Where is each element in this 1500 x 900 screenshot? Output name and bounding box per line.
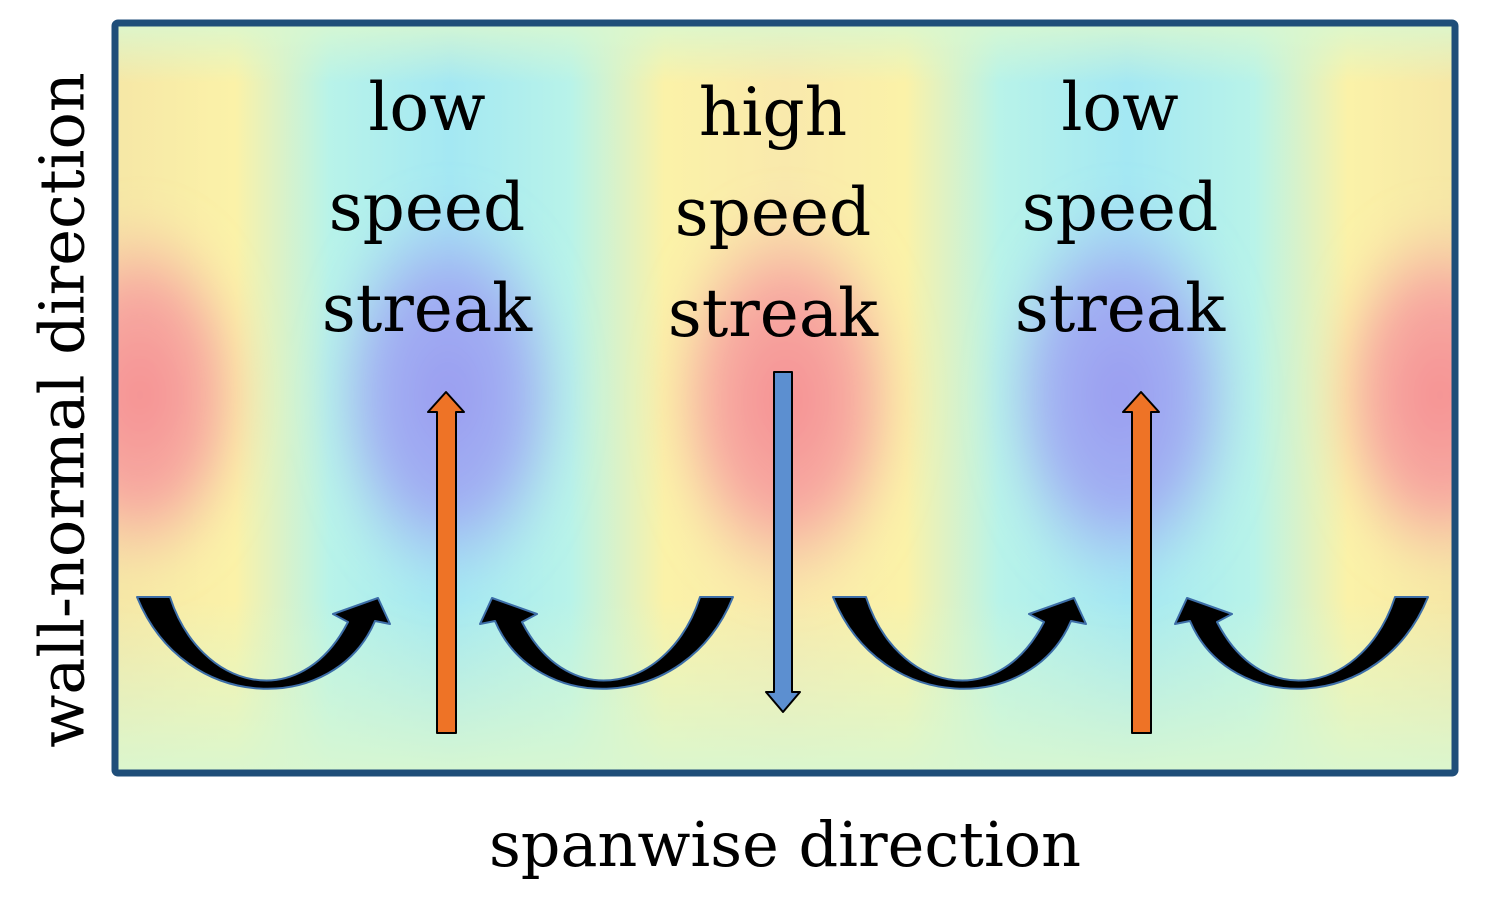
streak-label-line: streak (667, 274, 879, 352)
updraft-arrow-right (1122, 391, 1160, 734)
vertical-flow-arrows (427, 371, 1160, 734)
low-speed-region-right (990, 190, 1250, 600)
streak-label-line: speed (1021, 169, 1219, 247)
streak-label-line: streak (1014, 269, 1226, 347)
high-speed-region-left-edge (115, 205, 260, 585)
streak-label-line: low (1061, 69, 1179, 146)
x-axis-label: spanwise direction (488, 808, 1082, 881)
diagram-frame (111, 19, 1459, 777)
vortex-arrow-4 (1174, 596, 1429, 690)
streak-label-line: speed (328, 169, 526, 247)
streak-label-line: high (698, 74, 848, 151)
updraft-arrow-left (427, 391, 465, 734)
downdraft-arrow-center (765, 371, 801, 713)
low-speed-streak-label-left: low speed streak (277, 58, 577, 359)
streak-label-line: speed (674, 174, 872, 252)
low-speed-streak-label-right: low speed streak (970, 58, 1270, 359)
y-axis-label: wall-normal direction (25, 72, 99, 748)
vortex-arrow-2 (479, 596, 734, 690)
streak-label-line: streak (321, 269, 533, 347)
high-speed-region-right-edge (1320, 205, 1455, 585)
vortex-arrow-1 (136, 596, 391, 690)
streak-label-line: low (368, 69, 486, 146)
vortex-arrows (136, 596, 1429, 690)
vortex-arrow-3 (832, 596, 1087, 690)
high-speed-streak-label-center: high speed streak (623, 63, 923, 364)
